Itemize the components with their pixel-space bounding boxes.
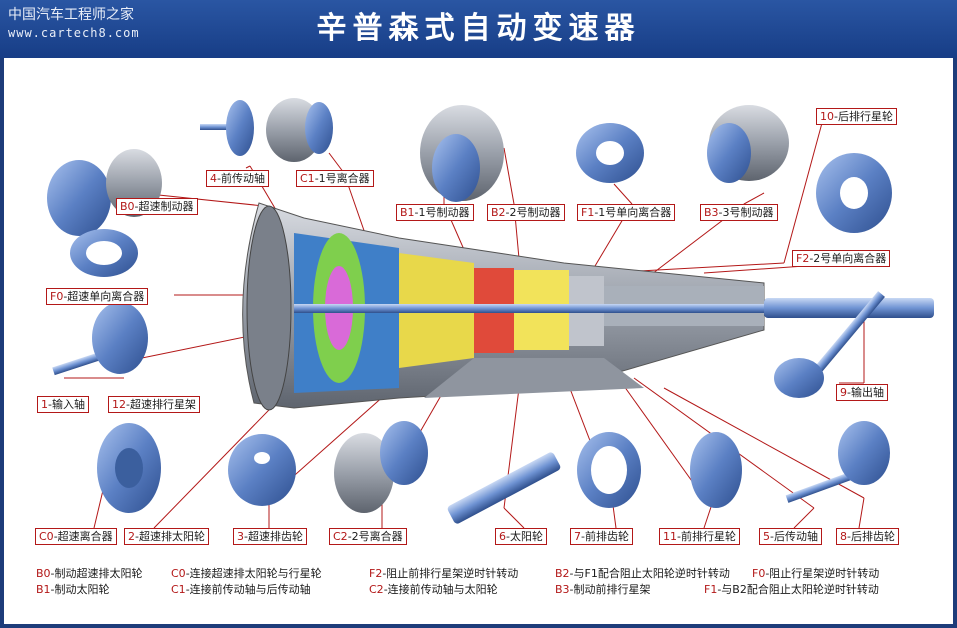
label-c1-clutch: C1-1号离合器 (296, 170, 374, 187)
c2-clutch-part (334, 433, 394, 513)
legend-item-f1: F1-与B2配合阻止太阳轮逆时针转动 (704, 583, 879, 596)
component-parts (47, 98, 892, 524)
label-b3-brake: B3-3号制动器 (700, 204, 778, 221)
sun-gear-part (447, 452, 561, 524)
label-f2-one-way-clutch: F2-2号单向离合器 (792, 250, 891, 267)
legend-item-b0: B0-制动超速排太阳轮 (36, 567, 143, 580)
output-shaft-part (813, 291, 885, 374)
label-c0-overdrive-clutch: C0-超速离合器 (35, 528, 117, 545)
label-overdrive-carrier: 12-超速排行星架 (108, 396, 200, 413)
label-output-shaft: 9-输出轴 (836, 384, 888, 401)
transmission-illustration (47, 98, 934, 529)
watermark-name: 中国汽车工程师之家 (8, 7, 134, 23)
label-front-ring-gear: 7-前排齿轮 (570, 528, 633, 545)
label-input-shaft: 1-输入轴 (37, 396, 89, 413)
label-front-drive-shaft: 4-前传动轴 (206, 170, 269, 187)
watermark: 中国汽车工程师之家 www.cartech8.com (8, 6, 140, 42)
front-planet-part (690, 432, 742, 508)
front-shaft-part (200, 124, 230, 130)
label-sun-gear: 6-太阳轮 (495, 528, 547, 545)
label-b2-brake: B2-2号制动器 (487, 204, 565, 221)
label-rear-drive-shaft: 5-后传动轴 (759, 528, 822, 545)
label-b0-overdrive-brake: B0-超速制动器 (116, 198, 198, 215)
label-f0-one-way-clutch: F0-超速单向离合器 (46, 288, 149, 305)
legend-item-c1: C1-连接前传动轴与后传动轴 (171, 583, 311, 596)
legend-item-b2: B2-与F1配合阻止太阳轮逆时针转动 (555, 567, 730, 580)
b0-brake-part (47, 160, 111, 236)
label-rear-planet-gear: 10-后排行星轮 (816, 108, 897, 125)
legend-item-b1: B1-制动太阳轮 (36, 583, 110, 596)
legend-item-f2: F2-阻止前排行星架逆时针转动 (369, 567, 519, 580)
transmission-assembly (242, 202, 934, 411)
label-front-planet-gear: 11-前排行星轮 (659, 528, 740, 545)
legend-item-c2: C2-连接前传动轴与太阳轮 (369, 583, 498, 596)
legend-item-c0: C0-连接超速排太阳轮与行星轮 (171, 567, 322, 580)
diagram-panel: B0-超速制动器 4-前传动轴 C1-1号离合器 B1-1号制动器 B2-2号制… (4, 58, 953, 624)
watermark-url: www.cartech8.com (8, 26, 140, 40)
label-b1-brake: B1-1号制动器 (396, 204, 474, 221)
label-overdrive-gear: 3-超速排齿轮 (233, 528, 307, 545)
legend-item-f0: F0-阻止行星架逆时针转动 (752, 567, 880, 580)
label-f1-one-way-clutch: F1-1号单向离合器 (577, 204, 676, 221)
legend-item-b3: B3-制动前排行星架 (555, 583, 651, 596)
label-overdrive-sun-gear: 2-超速排太阳轮 (124, 528, 209, 545)
page-title: 辛普森式自动变速器 (316, 11, 641, 46)
overdrive-gear-part (228, 434, 296, 506)
label-c2-clutch: C2-2号离合器 (329, 528, 407, 545)
title-bar: 辛普森式自动变速器 中国汽车工程师之家 www.cartech8.com (0, 0, 957, 58)
label-rear-ring-gear: 8-后排齿轮 (836, 528, 899, 545)
